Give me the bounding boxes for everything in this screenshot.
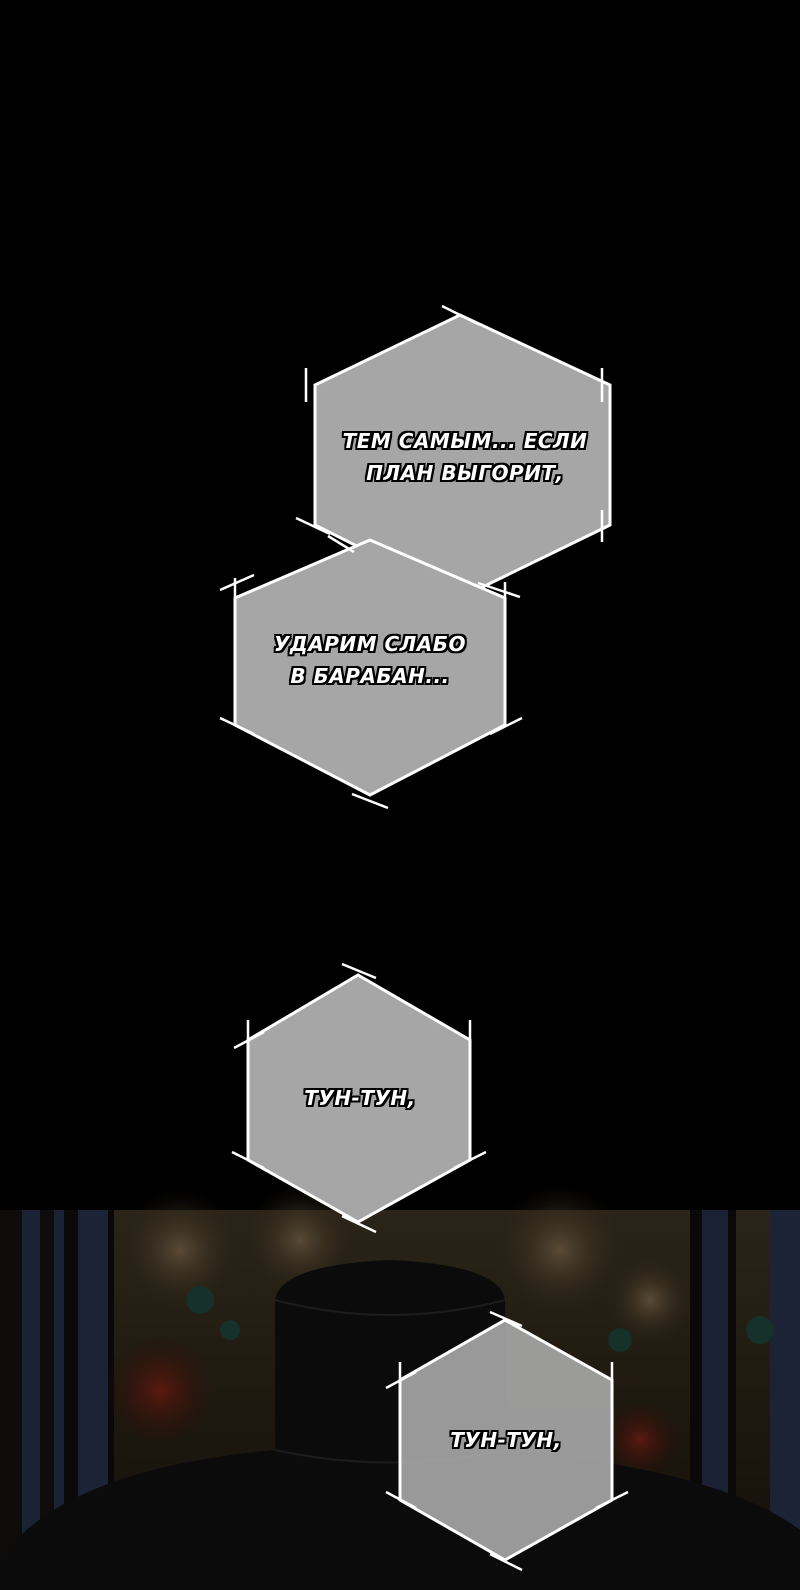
bubble-2-text: УДАРИМ СЛАБО В БАРАБАН... <box>255 628 485 692</box>
bubble-1-line-1: ТЕМ САМЫМ... ЕСЛИ <box>342 429 588 453</box>
bubble-4-text: ТУН-ТУН, <box>420 1424 592 1456</box>
bubble-3-line-1: ТУН-ТУН, <box>304 1086 416 1110</box>
bubble-2-line-1: УДАРИМ СЛАБО <box>274 632 466 656</box>
speech-bubble-2 <box>219 534 523 810</box>
speech-bubble-4 <box>385 1310 629 1572</box>
speech-bubble-1 <box>295 304 612 600</box>
speech-bubble-3 <box>231 962 487 1234</box>
bubble-3-text: ТУН-ТУН, <box>270 1082 450 1114</box>
bubble-2-line-2: В БАРАБАН... <box>290 664 450 688</box>
bubble-1-text: ТЕМ САМЫМ... ЕСЛИ ПЛАН ВЫГОРИТ, <box>330 425 600 489</box>
bubble-4-line-1: ТУН-ТУН, <box>450 1428 562 1452</box>
bubble-1-line-2: ПЛАН ВЫГОРИТ, <box>366 461 564 485</box>
